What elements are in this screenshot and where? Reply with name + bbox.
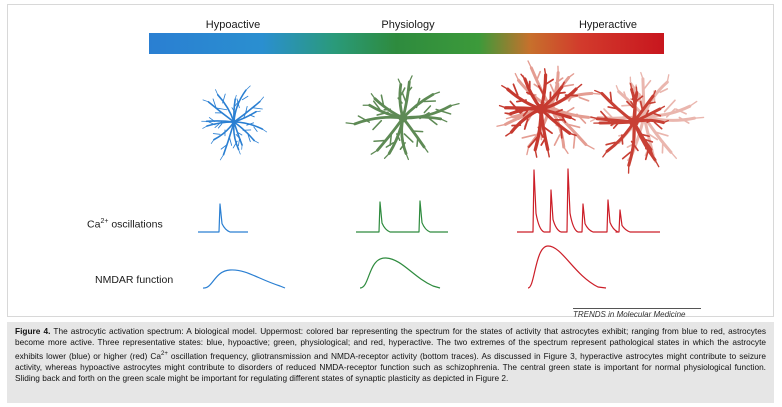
caption-superscript: 2+ [161,350,168,357]
hypoactive-astrocyte [201,85,268,161]
hyperactive-nmdar-trace [527,245,607,289]
nmdar-function-label: NMDAR function [95,274,174,286]
spectrum-bar [149,33,664,54]
ca-oscillations-label: Ca2+ oscillations [87,218,163,231]
physiology-label: Physiology [381,19,435,31]
physiological-astrocyte [345,75,460,161]
activity-traces [198,168,660,289]
hypoactive-calcium-trace [198,203,248,233]
physiological-nmdar-trace [359,257,441,289]
figure-illustration [149,33,705,289]
physiological-calcium-trace [356,200,448,233]
hyperactive-astrocyte-front-1 [498,68,583,158]
figure-caption: Figure 4. The astrocytic activation spec… [7,322,774,403]
journal-credit: TRENDS in Molecular Medicine [573,308,701,319]
hyperactive-label: Hyperactive [578,19,638,31]
hyperactive-calcium-trace [517,168,660,233]
caption-label: Figure 4. [15,326,51,336]
caption-text-1: The astrocytic activation spectrum: A bi… [15,326,766,361]
hyperactive-astrocyte-front-2 [590,83,669,174]
caption-text-2: oscillation frequency, gliotransmission … [15,350,766,384]
astrocyte-illustrations [201,60,705,174]
hypoactive-label: Hypoactive [205,19,261,31]
figure-panel: Hypoactive Physiology Hyperactive Ca2+ o… [7,4,774,319]
hypoactive-nmdar-trace [202,269,286,289]
